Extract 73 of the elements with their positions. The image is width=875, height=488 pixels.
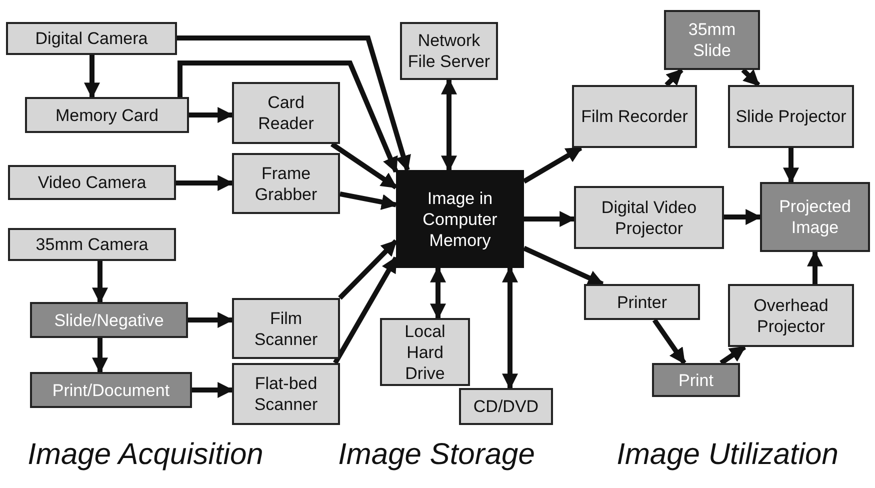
process-box <box>459 388 553 425</box>
arrow <box>177 36 411 172</box>
node-label: Memory Card <box>56 104 158 126</box>
process-box <box>574 186 724 249</box>
arrow <box>720 344 746 366</box>
arrow <box>176 175 234 191</box>
node-label: 35mm Slide <box>687 19 737 61</box>
process-box <box>232 363 340 425</box>
arrow <box>783 148 799 184</box>
node-label: Slide/Negative <box>54 310 164 330</box>
process-box <box>8 165 176 200</box>
process-box <box>25 97 189 133</box>
node-label: Film Recorder <box>581 106 688 127</box>
process-box <box>380 318 470 386</box>
arrow <box>522 146 582 184</box>
section-heading: Image Acquisition <box>26 437 264 473</box>
arrow <box>522 246 604 286</box>
node-label: Projected Image <box>778 196 852 238</box>
node-label: Card Reader <box>257 92 315 134</box>
arrow <box>664 68 684 87</box>
arrow <box>92 261 108 304</box>
node-label: Digital Camera <box>35 28 148 49</box>
node-label: Frame Grabber <box>254 162 318 204</box>
arrow <box>84 55 100 99</box>
arrow <box>441 78 457 172</box>
node-label: Film Scanner <box>253 308 319 350</box>
node-label: Network File Server <box>406 30 492 72</box>
arrow <box>741 68 760 87</box>
node-label: Local Hard Drive <box>404 320 446 384</box>
process-box <box>584 284 700 320</box>
node-label: Overhead Projector <box>752 294 830 336</box>
media-box <box>30 302 188 338</box>
section-heading: Image Utilization <box>616 437 840 473</box>
node-label: Print/Document <box>52 380 170 400</box>
node-label: Slide Projector <box>736 106 846 127</box>
node-label: CD/DVD <box>473 396 539 417</box>
arrow <box>338 239 398 300</box>
arrow <box>430 266 446 320</box>
arrow <box>340 192 398 210</box>
arrow <box>189 107 234 123</box>
node-label: Printer <box>616 292 668 312</box>
node-label: Print <box>678 370 714 390</box>
process-box <box>728 85 854 148</box>
media-box <box>30 372 192 408</box>
media-box <box>760 182 870 252</box>
arrow <box>807 250 823 284</box>
node-label: Digital Video Projector <box>600 196 698 238</box>
arrow <box>333 256 398 364</box>
arrow <box>192 382 234 398</box>
process-box <box>232 153 340 214</box>
node-label: 35mm Camera <box>36 234 148 255</box>
process-box <box>572 85 697 148</box>
process-box <box>400 22 498 80</box>
process-box <box>6 22 177 55</box>
central-box <box>396 170 524 268</box>
node-label: Flat-bed Scanner <box>253 373 319 415</box>
node-label: Video Camera <box>38 172 146 193</box>
arrow <box>330 142 398 190</box>
arrow <box>188 312 234 328</box>
arrow <box>92 338 108 374</box>
process-box <box>8 228 176 261</box>
arrow <box>652 318 686 364</box>
process-box <box>232 82 340 144</box>
arrow <box>724 209 762 225</box>
media-box <box>664 10 760 70</box>
arrow <box>524 211 576 227</box>
process-box <box>232 298 340 359</box>
arrow <box>502 266 518 390</box>
media-box <box>652 363 740 397</box>
section-heading: Image Storage <box>337 437 536 473</box>
node-label: Image in Computer Memory <box>422 188 498 250</box>
process-box <box>728 284 854 347</box>
arrow <box>178 60 398 174</box>
